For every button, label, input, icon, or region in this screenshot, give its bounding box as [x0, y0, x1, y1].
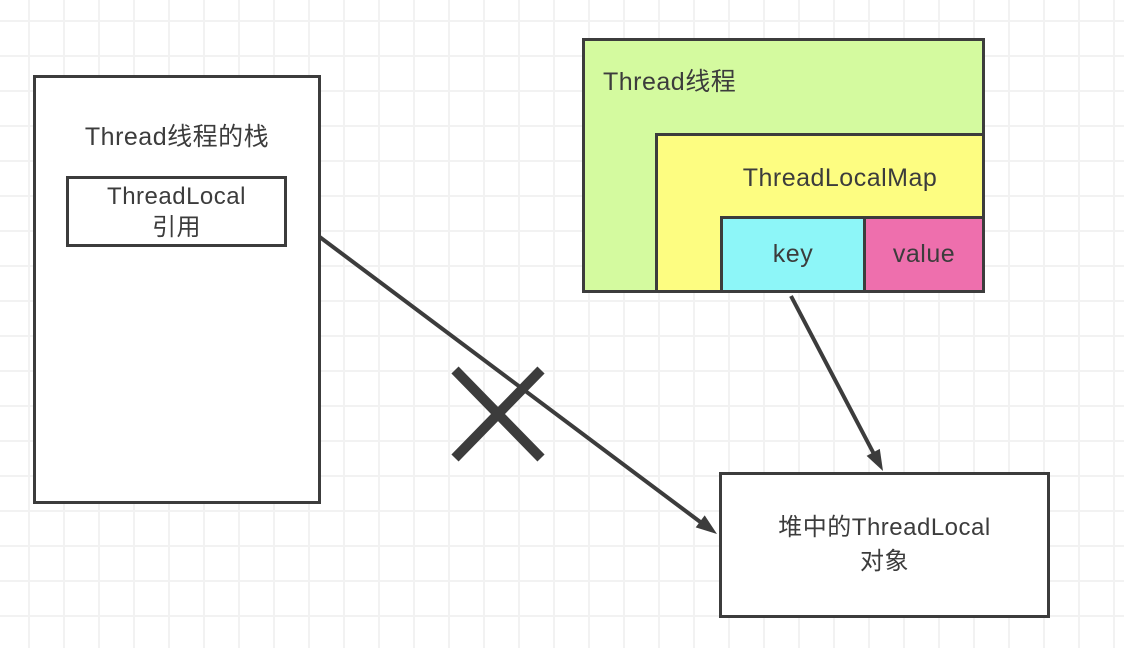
key-label: key	[772, 240, 814, 268]
thread-stack-box: Thread线程的栈 ThreadLocal 引用	[33, 75, 321, 504]
x-mark	[451, 366, 545, 462]
threadlocal-ref-line1: ThreadLocal	[107, 182, 246, 210]
thread-stack-title: Thread线程的栈	[84, 123, 270, 151]
thread-box-title: Thread线程	[603, 68, 737, 96]
heap-threadlocal-line2: 对象	[860, 548, 909, 575]
value-box: value	[863, 216, 985, 293]
threadlocalmap-title: ThreadLocalMap	[742, 164, 938, 192]
key-arrow	[789, 295, 883, 471]
key-box: key	[720, 216, 866, 293]
threadlocal-ref-box: ThreadLocal 引用	[66, 176, 287, 247]
heap-threadlocal-line1: 堆中的ThreadLocal	[778, 514, 991, 541]
reference-arrowhead	[695, 515, 717, 534]
threadlocal-ref-line2: 引用	[152, 213, 201, 241]
heap-threadlocal-box: 堆中的ThreadLocal 对象	[719, 472, 1050, 618]
key-arrowhead	[866, 448, 883, 471]
value-label: value	[892, 240, 956, 268]
